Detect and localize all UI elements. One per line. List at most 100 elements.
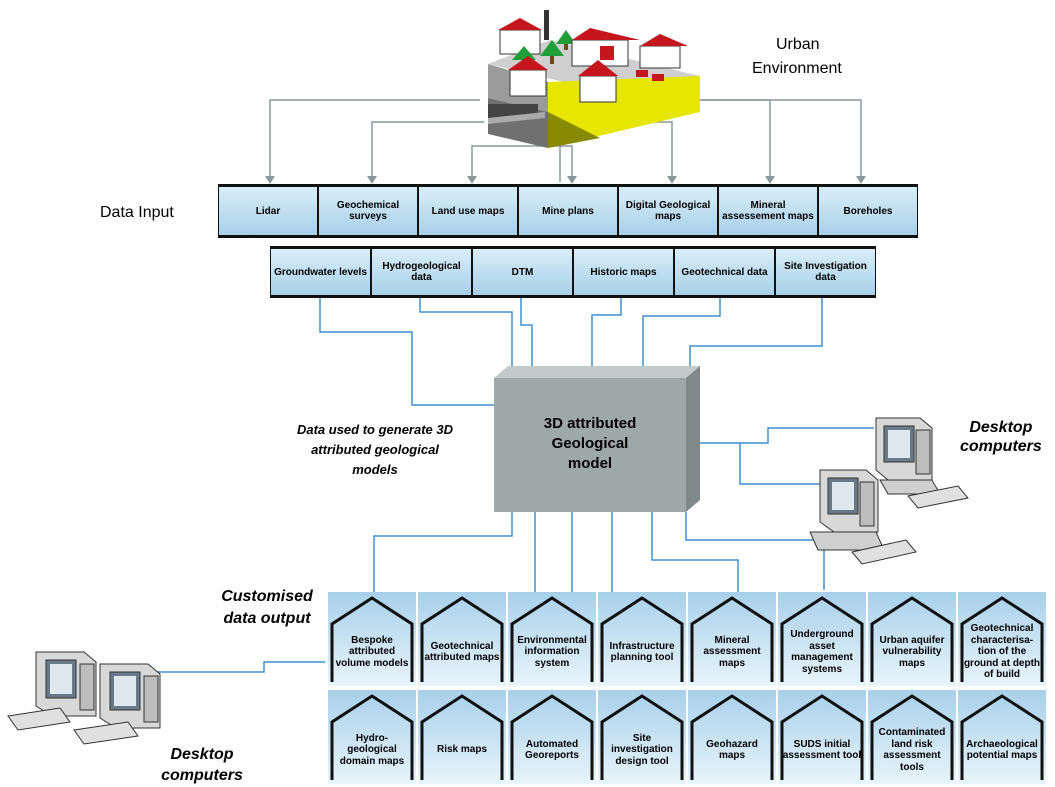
desktop-computer-icon xyxy=(7,651,161,745)
desktop-right-line2: computers xyxy=(960,438,1042,455)
output-card-background xyxy=(868,592,956,686)
output-card: Automated Georeports xyxy=(508,690,596,784)
data-input-box: Groundwater levels xyxy=(270,246,371,298)
data-input-label: Historic maps xyxy=(590,266,657,278)
data-used-note-line1: Data used to generate 3D xyxy=(296,422,454,437)
output-card: Hydro-geological domain maps xyxy=(328,690,416,784)
data-input-label: Mineral assessement maps xyxy=(722,200,814,222)
urban-environment-illustration xyxy=(488,10,700,148)
output-card-label: Contaminated land risk assessment tools xyxy=(878,727,946,773)
output-card: Geotechnical characterisa-tion of the gr… xyxy=(958,592,1046,686)
desktop-left-line1: Desktop xyxy=(170,746,234,763)
house-outline-icon xyxy=(420,694,504,780)
house-outline-icon xyxy=(330,596,414,682)
output-card-label: Risk maps xyxy=(436,744,488,756)
data-used-note: Data used to generate 3D attributed geol… xyxy=(262,420,488,480)
output-card-background xyxy=(508,690,596,784)
data-input-box: DTM xyxy=(472,246,573,298)
data-input-box: Mineral assessement maps xyxy=(718,184,818,238)
model-side-face xyxy=(686,366,700,512)
output-card-label: SUDS initial assessment tool xyxy=(782,738,862,762)
model-title-line1: 3D attributed xyxy=(543,415,637,432)
data-input-label: Mine plans xyxy=(542,205,594,217)
data-input-box: Boreholes xyxy=(818,184,918,238)
output-card-label: Infrastructure planning tool xyxy=(609,640,675,664)
output-card-label: Environmental information system xyxy=(517,634,587,669)
output-card: Bespoke attributed volume models xyxy=(328,592,416,686)
data-input-box: Historic maps xyxy=(573,246,674,298)
house-outline-icon xyxy=(780,596,864,682)
output-card-background xyxy=(958,592,1046,686)
output-card-background xyxy=(688,690,776,784)
output-card-background xyxy=(328,690,416,784)
output-card-label: Geotechnical characterisa-tion of the gr… xyxy=(963,623,1041,681)
data-input-label: Land use maps xyxy=(431,205,505,217)
output-card: Environmental information system xyxy=(508,592,596,686)
data-used-note-line3: models xyxy=(352,462,398,477)
urban-environment-title-line2: Environment xyxy=(752,60,842,77)
data-input-label: Groundwater levels xyxy=(274,266,367,278)
data-input-label: Boreholes xyxy=(843,205,893,217)
connector-arrowheads xyxy=(265,176,866,184)
data-input-label: Geochemical surveys xyxy=(336,200,400,222)
house-outline-icon xyxy=(870,596,954,682)
output-card-label: Site investigation design tool xyxy=(611,732,673,767)
output-card-background xyxy=(418,592,506,686)
desktop-left-line2: computers xyxy=(161,767,243,784)
desktop-computers-left-label: Desktop computers xyxy=(152,744,252,786)
output-card: Infrastructure planning tool xyxy=(598,592,686,686)
desktop-computers-right-label: Desktop computers xyxy=(960,418,1042,456)
data-input-box: Digital Geological maps xyxy=(618,184,718,238)
output-card: Risk maps xyxy=(418,690,506,784)
data-input-box: Geochemical surveys xyxy=(318,184,418,238)
output-card-background xyxy=(778,690,866,784)
output-card-label: Geohazard maps xyxy=(706,738,758,762)
output-card-background xyxy=(598,690,686,784)
model-top-face xyxy=(494,366,700,378)
output-card-background xyxy=(328,592,416,686)
house-outline-icon xyxy=(870,694,954,780)
geological-model-title: 3D attributed Geological model xyxy=(494,414,686,474)
house-outline-icon xyxy=(510,596,594,682)
urban-environment-title-line1: Urban xyxy=(776,36,820,53)
data-input-box: Geotechnical data xyxy=(674,246,775,298)
output-house-shapes xyxy=(328,592,1046,784)
data-input-label: Hydrogeological data xyxy=(382,261,461,283)
output-card-label: Hydro-geological domain maps xyxy=(339,732,405,767)
output-card: Contaminated land risk assessment tools xyxy=(868,690,956,784)
output-card: Mineral assessment maps xyxy=(688,592,776,686)
output-card-label: Mineral assessment maps xyxy=(703,634,761,669)
output-card: Site investigation design tool xyxy=(598,690,686,784)
desktop-right-line1: Desktop xyxy=(969,419,1033,436)
data-input-label: Lidar xyxy=(255,205,281,217)
data-input-label: Geotechnical data xyxy=(681,266,768,278)
output-card: Urban aquifer vulnerability maps xyxy=(868,592,956,686)
output-card-background xyxy=(418,690,506,784)
output-card: Archaeological potential maps xyxy=(958,690,1046,784)
output-card-background xyxy=(778,592,866,686)
data-input-box: Site Investigation data xyxy=(775,246,876,298)
output-card-background xyxy=(868,690,956,784)
house-outline-icon xyxy=(780,694,864,780)
data-input-label: Site Investigation data xyxy=(784,261,867,283)
data-input-box: Land use maps xyxy=(418,184,518,238)
output-card-label: Urban aquifer vulnerability maps xyxy=(879,634,945,669)
house-outline-icon xyxy=(600,694,684,780)
house-outline-icon xyxy=(690,596,774,682)
output-card: Underground asset management systems xyxy=(778,592,866,686)
data-input-box: Hydrogeological data xyxy=(371,246,472,298)
data-input-label: Digital Geological maps xyxy=(625,200,711,222)
output-card-background xyxy=(598,592,686,686)
model-title-line2: Geological xyxy=(551,435,629,452)
customised-line1: Customised xyxy=(221,588,313,605)
output-card-background xyxy=(958,690,1046,784)
house-outline-icon xyxy=(420,596,504,682)
output-card-label: Underground asset management systems xyxy=(790,629,854,675)
output-card: Geohazard maps xyxy=(688,690,776,784)
customised-output-label: Customised data output xyxy=(212,586,322,630)
house-outline-icon xyxy=(690,694,774,780)
data-input-label: DTM xyxy=(511,266,534,278)
house-outline-icon xyxy=(960,596,1044,682)
output-card-label: Bespoke attributed volume models xyxy=(335,634,409,669)
